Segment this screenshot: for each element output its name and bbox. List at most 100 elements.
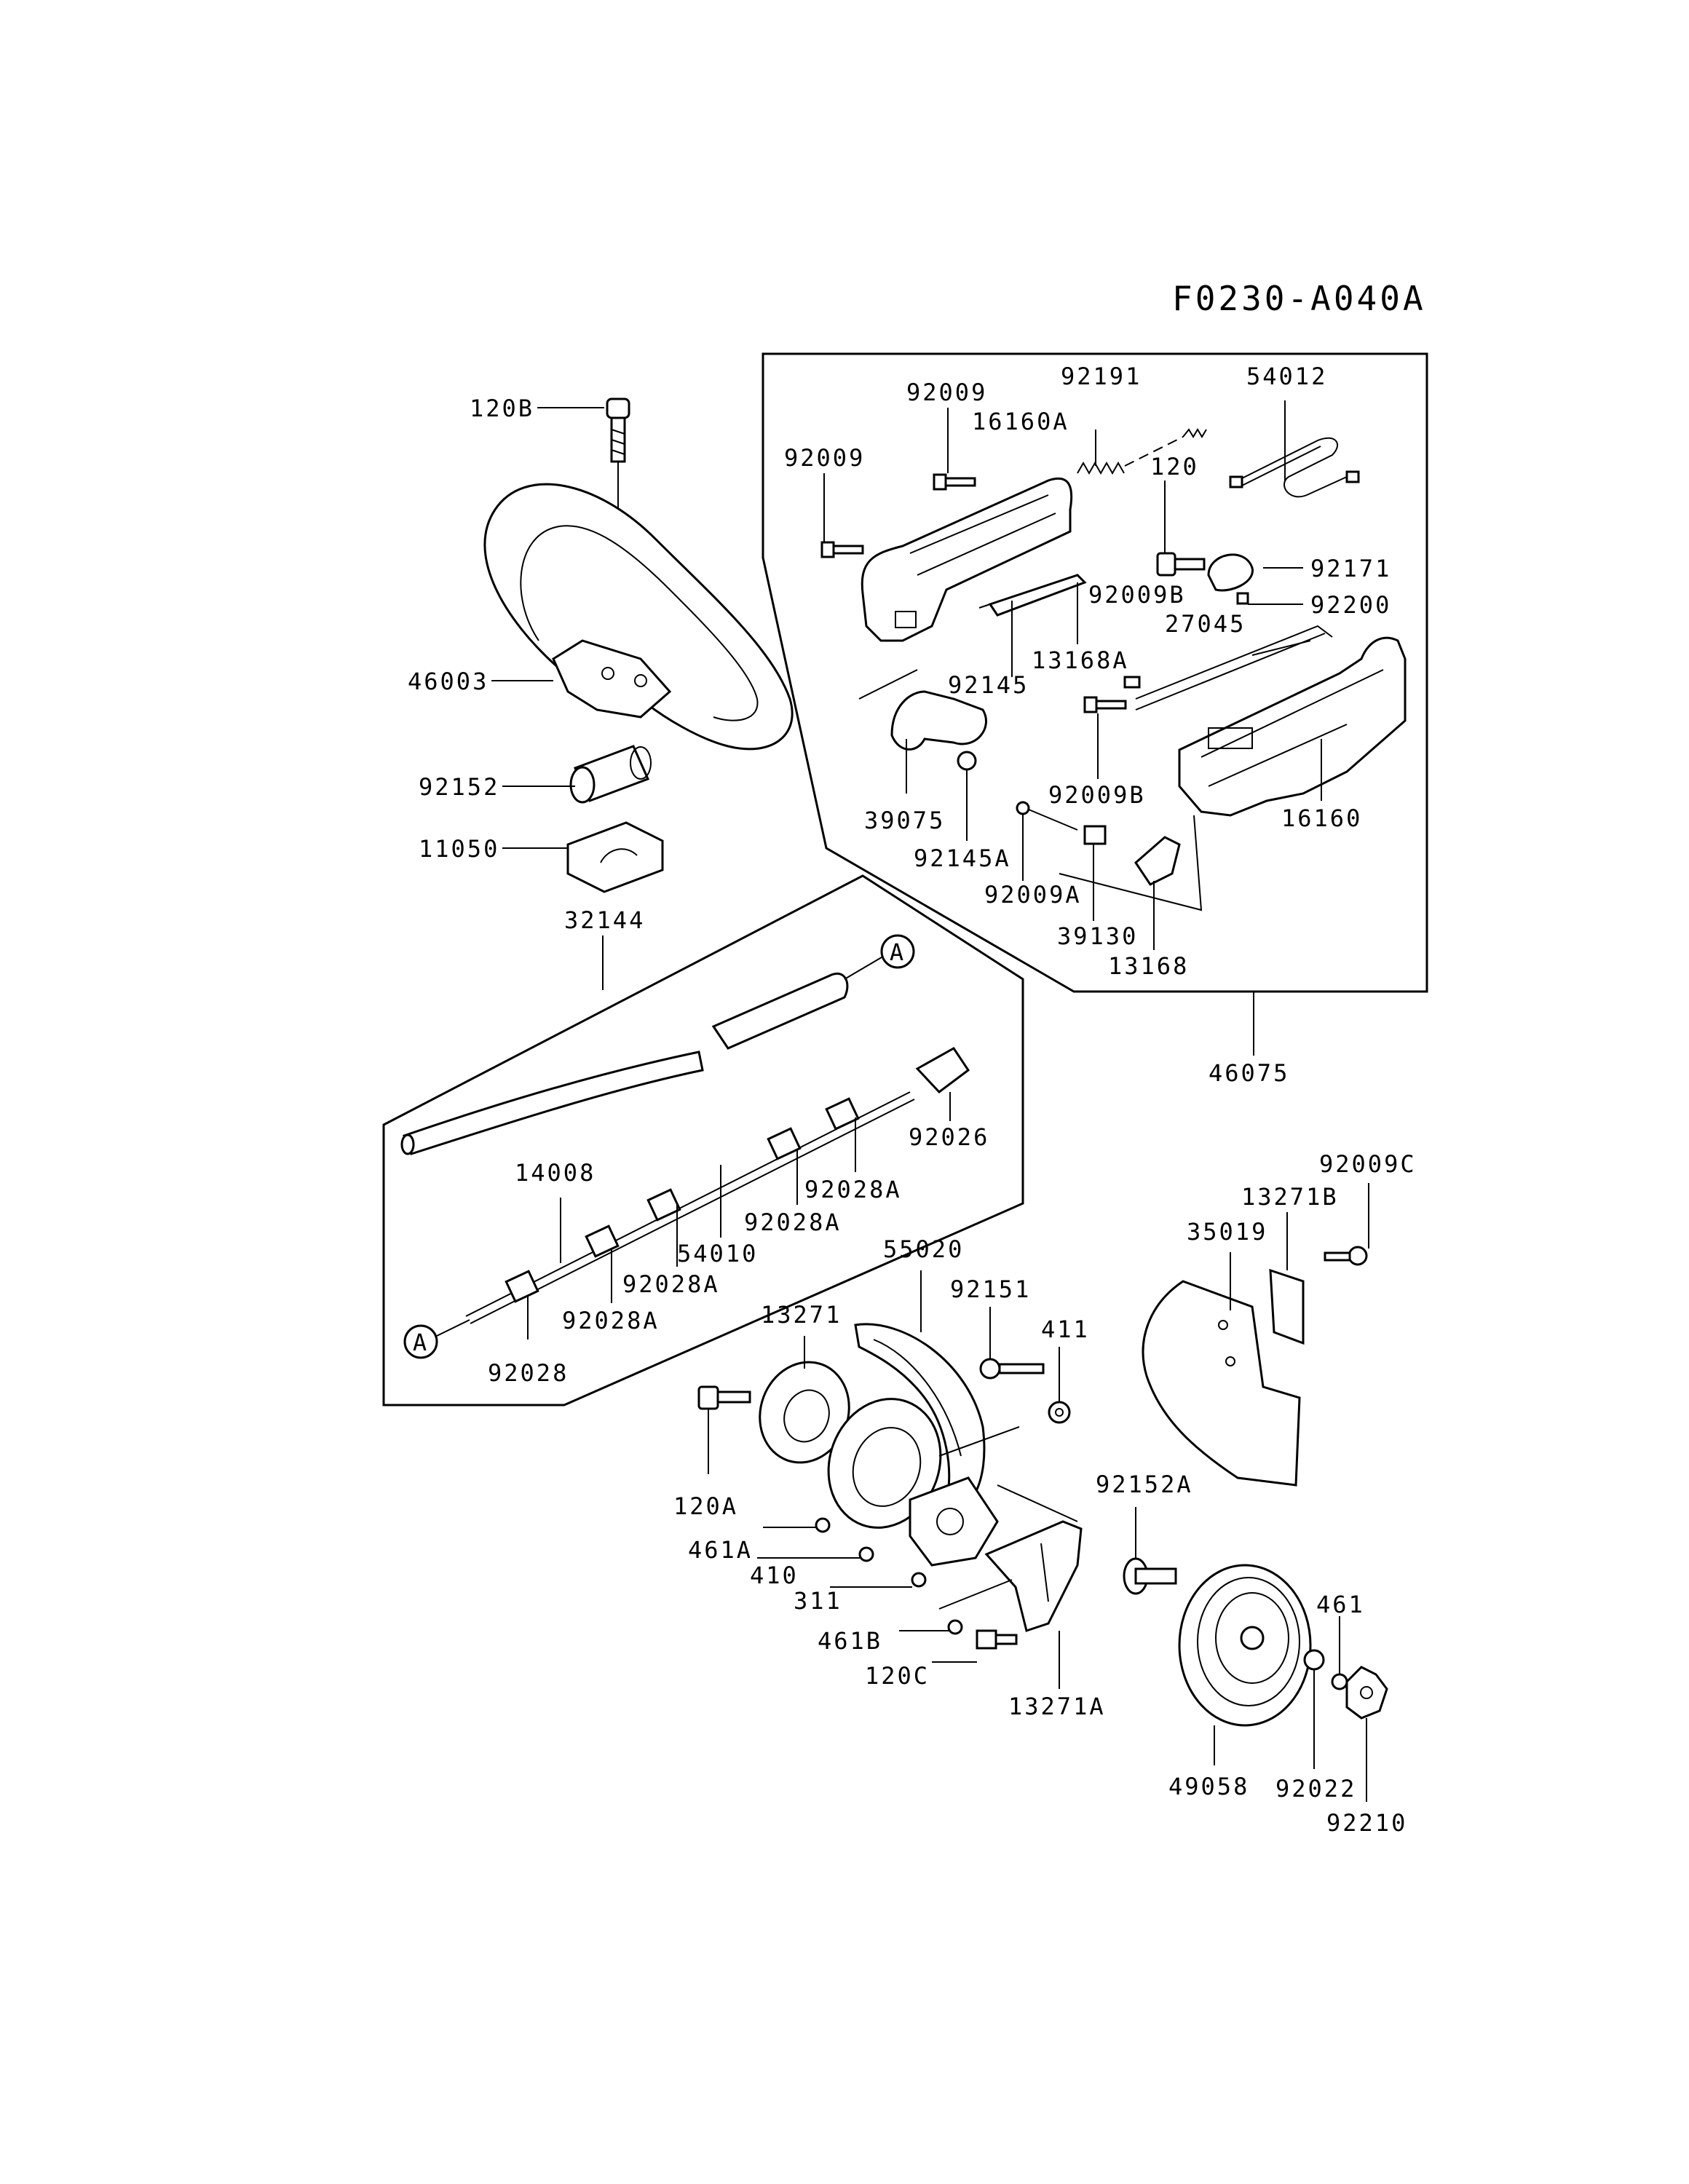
label-92009B-lower: 92009B (1048, 781, 1146, 809)
wheel-49058-drawing (1178, 1564, 1312, 1727)
washer-92152A-drawing (1123, 1557, 1177, 1595)
label-92009-lower: 92009 (784, 444, 865, 472)
bolt-92009B-drawing (1083, 696, 1127, 713)
washer-411-drawing (1048, 1401, 1071, 1424)
label-92028: 92028 (488, 1359, 569, 1387)
label-39075: 39075 (864, 807, 945, 834)
grip-housing-16160-drawing (1178, 636, 1407, 817)
label-54010: 54010 (677, 1240, 758, 1267)
label-16160A: 16160A (972, 408, 1069, 435)
label-39130: 39130 (1057, 922, 1138, 950)
throttle-cable-27045-drawing (1123, 625, 1333, 711)
label-92152: 92152 (419, 773, 499, 801)
plate-39130-drawing (1083, 825, 1107, 845)
knob-92210-drawing (1345, 1666, 1388, 1720)
label-54012: 54012 (1246, 363, 1327, 390)
label-27045: 27045 (1165, 610, 1246, 638)
bolt-92009-lower-drawing (820, 541, 864, 558)
label-92145A: 92145A (914, 844, 1011, 872)
clamp-92152-drawing (569, 745, 652, 804)
label-14008: 14008 (515, 1159, 596, 1187)
spring-92191-drawing (1077, 428, 1207, 475)
washer-410-drawing (858, 1546, 874, 1562)
label-92028A-4: 92028A (562, 1307, 660, 1334)
label-92210: 92210 (1326, 1809, 1407, 1837)
depth-plate-35019-drawing (1142, 1280, 1301, 1487)
flex-cable-54010-drawing (465, 1091, 915, 1324)
label-120C: 120C (865, 1662, 930, 1690)
label-92152A: 92152A (1096, 1471, 1193, 1498)
label-13168: 13168 (1108, 952, 1189, 980)
label-92191: 92191 (1061, 363, 1142, 390)
diagram-code: F0230-A040A (1172, 279, 1426, 318)
leader-lines (491, 400, 1369, 1802)
label-49058: 49058 (1168, 1773, 1249, 1800)
label-92028A-2: 92028A (744, 1208, 842, 1236)
spring-92145A-drawing (957, 751, 977, 771)
bolt-120B-drawing (606, 397, 630, 463)
label-11050: 11050 (419, 835, 499, 863)
bolt-92009-upper-drawing (933, 473, 976, 491)
loop-handle-46003-drawing (483, 483, 794, 751)
nut-461B-drawing (947, 1619, 963, 1635)
part-number-labels: 120B 46003 92152 11050 32144 92009 92009… (408, 363, 1417, 1837)
marker-a-bottom: A (403, 1319, 470, 1359)
clamp-92171-drawing (1207, 553, 1254, 592)
label-461: 461 (1316, 1591, 1365, 1618)
bracket-13271A-drawing (984, 1520, 1083, 1632)
label-311: 311 (794, 1587, 842, 1615)
label-92151: 92151 (950, 1275, 1031, 1303)
assembly-guide-lines (858, 640, 1311, 911)
nut-461-drawing (1331, 1673, 1348, 1690)
lever-13168A-drawing (978, 574, 1087, 617)
label-92200: 92200 (1310, 591, 1391, 619)
label-92028A-1: 92028A (804, 1176, 902, 1203)
marker-a-top-label: A (890, 938, 906, 966)
bolt-92151-drawing (979, 1358, 1045, 1380)
label-92009C: 92009C (1319, 1150, 1417, 1178)
label-55020: 55020 (883, 1235, 964, 1263)
label-92028A-3: 92028A (622, 1270, 720, 1298)
ferrule-92026-drawing (915, 1047, 970, 1094)
label-461A: 461A (688, 1536, 753, 1564)
assembly-box-32144 (382, 874, 1024, 1406)
label-13168A: 13168A (1032, 646, 1129, 674)
label-46003: 46003 (408, 668, 488, 695)
label-92009-upper: 92009 (906, 379, 987, 406)
label-92171: 92171 (1310, 555, 1391, 582)
gasket-13271B-drawing (1269, 1268, 1305, 1345)
label-13271B: 13271B (1241, 1183, 1339, 1211)
label-410: 410 (750, 1562, 799, 1589)
label-13271A: 13271A (1008, 1693, 1106, 1720)
label-92022: 92022 (1275, 1775, 1356, 1803)
label-92009B-upper: 92009B (1088, 581, 1186, 609)
label-120A: 120A (673, 1492, 738, 1520)
gear-case-drawing (827, 1398, 999, 1567)
nut-461A-drawing (815, 1517, 831, 1533)
bolt-92009C-drawing (1324, 1246, 1368, 1266)
trigger-39075-drawing (890, 690, 987, 751)
nut-92200-drawing (1236, 592, 1249, 605)
head-assembly-guide-lines (938, 1426, 1078, 1610)
label-120: 120 (1150, 453, 1199, 480)
switch-wire-54012-drawing (1229, 437, 1360, 498)
label-411: 411 (1041, 1315, 1090, 1343)
nut-311-drawing (911, 1572, 927, 1588)
label-92145: 92145 (948, 671, 1029, 699)
label-13271: 13271 (761, 1301, 842, 1329)
label-16160: 16160 (1281, 804, 1362, 832)
label-35019: 35019 (1187, 1218, 1267, 1246)
marker-a-bottom-label: A (413, 1329, 429, 1356)
drive-shaft-32144-drawing (400, 972, 849, 1155)
label-46075: 46075 (1209, 1059, 1289, 1087)
clamp-11050-drawing (566, 821, 664, 893)
lever-13168-drawing (1134, 836, 1181, 886)
screw-120-drawing (1156, 552, 1206, 577)
label-32144: 32144 (564, 906, 645, 934)
washer-92022-drawing (1303, 1649, 1325, 1671)
label-92009A: 92009A (984, 881, 1082, 909)
bolt-120C-drawing (976, 1629, 1018, 1650)
bolt-120A-drawing (697, 1385, 751, 1410)
